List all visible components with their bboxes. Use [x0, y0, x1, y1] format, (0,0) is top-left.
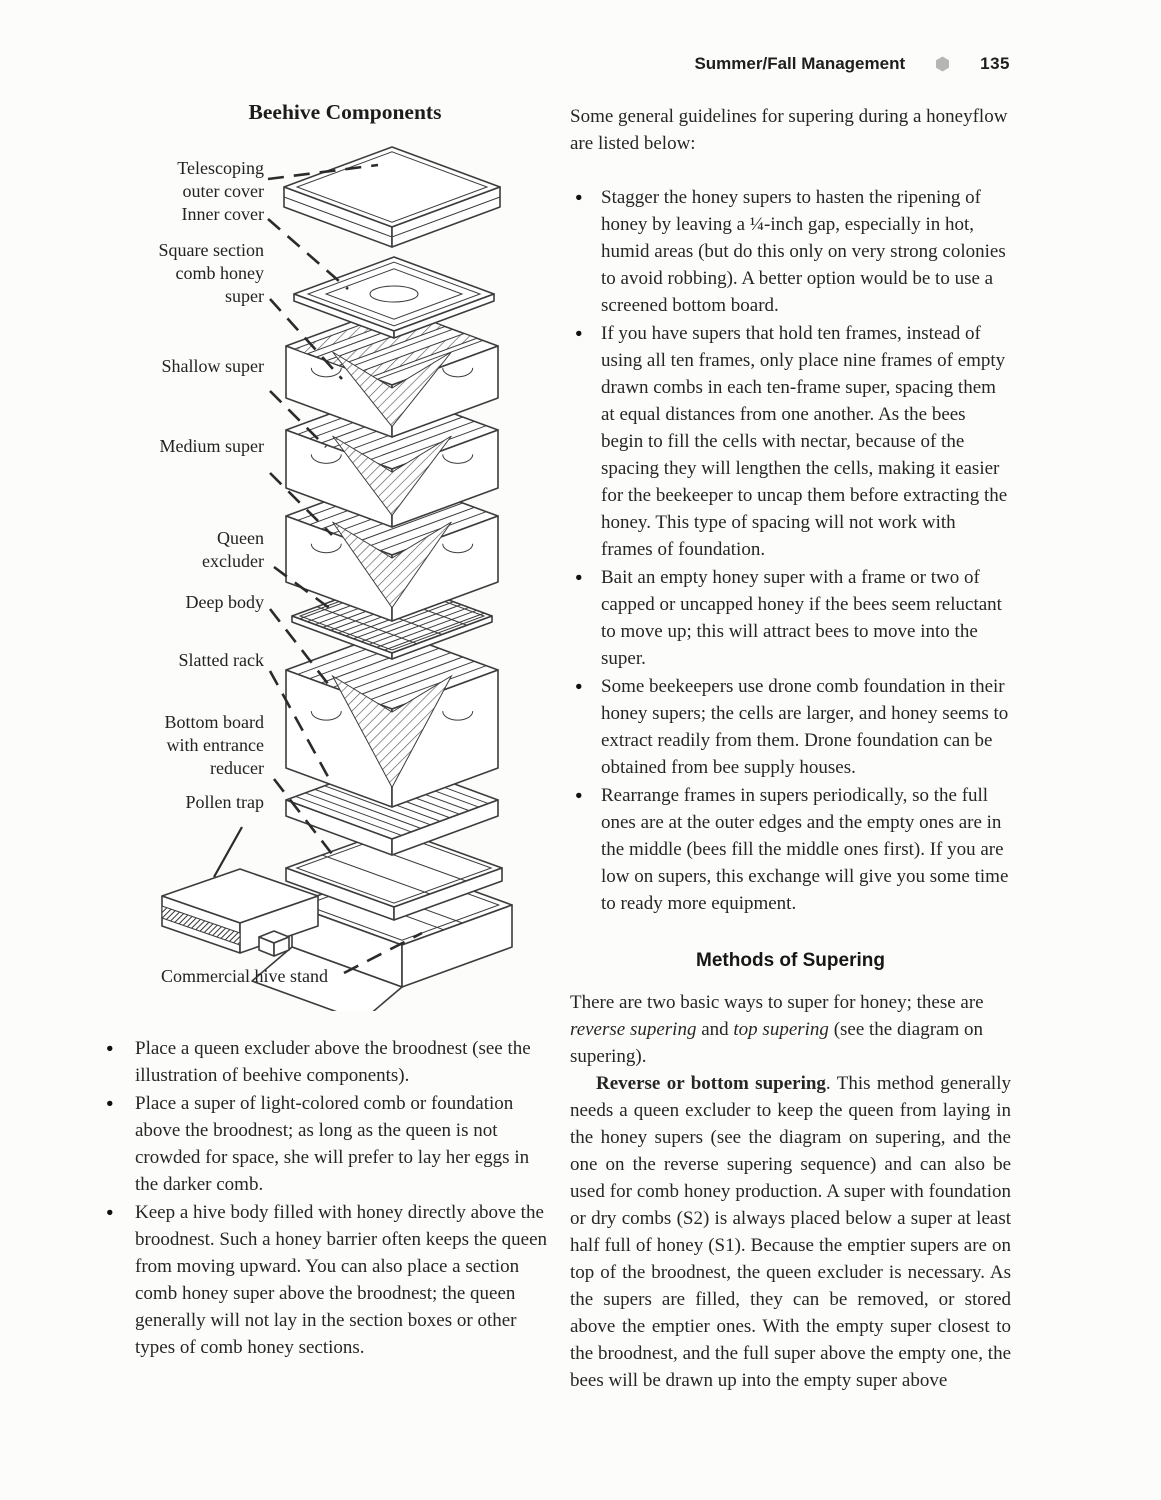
- page-number: 135: [980, 54, 1010, 73]
- reverse-supering-paragraph: Reverse or bottom supering. This method …: [570, 1070, 1011, 1394]
- diagram-label-medium-super: Medium super: [159, 436, 264, 456]
- list-item: ● Stagger the honey supers to hasten the…: [575, 184, 1011, 319]
- diagram-label-slatted-rack: Slatted rack: [178, 650, 264, 670]
- diagram-label-square-section-comb-honey-super: Square section comb honey super: [158, 240, 264, 306]
- reverse-supering-body: . This method generally needs a queen ex…: [570, 1073, 1011, 1391]
- methods-intro-post: (see the diagram on supering).: [570, 1019, 983, 1067]
- top-supering-term: top supering: [733, 1019, 829, 1040]
- reverse-supering-term: reverse supering: [570, 1019, 697, 1040]
- hexagon-icon: [935, 56, 950, 72]
- list-item-text: Keep a hive body filled with honey direc…: [135, 1202, 548, 1358]
- list-item: ● Keep a hive body filled with honey dir…: [106, 1199, 550, 1361]
- list-item: ● Rearrange frames in supers periodicall…: [575, 782, 1011, 917]
- list-item-text: Place a super of light-colored comb or f…: [135, 1093, 530, 1195]
- running-header: Summer/Fall Management 135: [560, 54, 1010, 74]
- diagram-label-queen-excluder: Queen excluder: [202, 528, 264, 571]
- list-item-text: Place a queen excluder above the broodne…: [135, 1038, 531, 1086]
- diagram-label-commercial-hive-stand: Commercial hive stand: [161, 966, 328, 986]
- list-item: ● Some beekeepers use drone comb foundat…: [575, 673, 1011, 781]
- left-bullet-list: ● Place a queen excluder above the brood…: [92, 1035, 550, 1361]
- list-item-text: Bait an empty honey super with a frame o…: [601, 567, 1002, 669]
- list-item: ● Place a super of light-colored comb or…: [106, 1090, 550, 1198]
- diagram-label-inner-cover: Inner cover: [181, 204, 264, 224]
- diagram-label-shallow-super: Shallow super: [161, 356, 265, 376]
- diagram-label-pollen-trap: Pollen trap: [185, 792, 265, 812]
- list-item: ● Bait an empty honey super with a frame…: [575, 564, 1011, 672]
- bullet-icon: ●: [575, 326, 583, 340]
- left-column: Beehive Components Telescoping outer cov…: [92, 100, 550, 1362]
- right-bullet-list: ● Stagger the honey supers to hasten the…: [570, 184, 1011, 917]
- bullet-icon: ●: [575, 190, 583, 204]
- methods-of-supering-heading: Methods of Supering: [696, 950, 885, 971]
- bullet-icon: ●: [106, 1096, 114, 1110]
- list-item: ● Place a queen excluder above the brood…: [106, 1035, 550, 1089]
- diagram-label-bottom-board: Bottom board with entrance reducer: [164, 712, 265, 778]
- diagram-label-telescoping-outer-cover: Telescoping outer cover: [177, 158, 264, 201]
- list-item: ● If you have supers that hold ten frame…: [575, 320, 1011, 563]
- bullet-icon: ●: [106, 1041, 114, 1055]
- beehive-diagram: Telescoping outer cover Inner cover Squa…: [92, 139, 550, 1011]
- bullet-icon: ●: [575, 679, 583, 693]
- right-column: Some general guidelines for supering dur…: [570, 103, 1011, 1394]
- figure-title: Beehive Components: [248, 100, 442, 124]
- methods-intro-paragraph: There are two basic ways to super for ho…: [570, 989, 1011, 1070]
- list-item-text: If you have supers that hold ten frames,…: [601, 323, 1008, 560]
- section-title: Summer/Fall Management: [694, 54, 906, 73]
- list-item-text: Some beekeepers use drone comb foundatio…: [601, 676, 1009, 778]
- bullet-icon: ●: [575, 788, 583, 802]
- bullet-icon: ●: [575, 570, 583, 584]
- list-item-text: Rearrange frames in supers periodically,…: [601, 785, 1009, 914]
- reverse-supering-lead: Reverse or bottom supering: [596, 1073, 826, 1094]
- beehive-exploded-art: [161, 146, 513, 1011]
- methods-intro-pre: There are two basic ways to super for ho…: [570, 992, 984, 1013]
- diagram-label-deep-body: Deep body: [185, 592, 264, 612]
- methods-intro-mid: and: [696, 1019, 734, 1040]
- intro-paragraph: Some general guidelines for supering dur…: [570, 106, 1008, 154]
- bullet-icon: ●: [106, 1205, 114, 1219]
- list-item-text: Stagger the honey supers to hasten the r…: [601, 187, 1006, 316]
